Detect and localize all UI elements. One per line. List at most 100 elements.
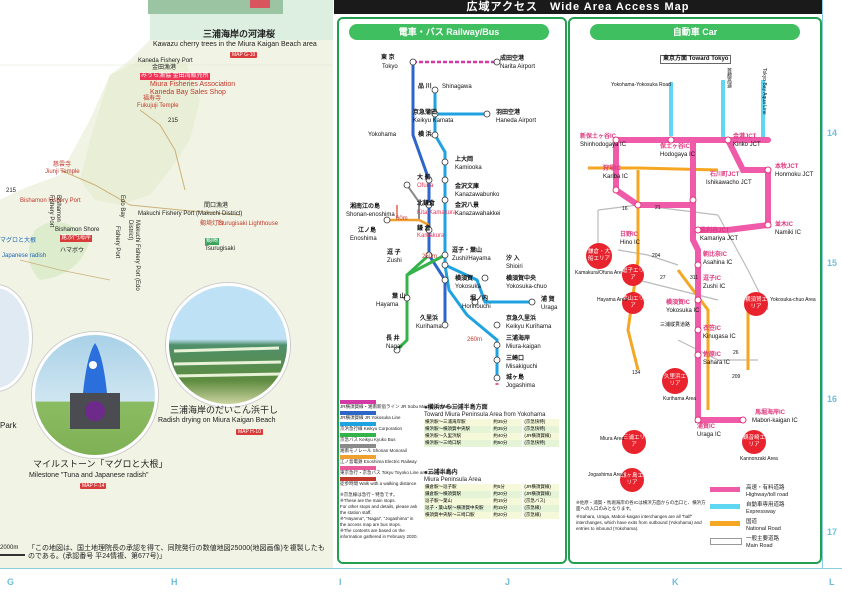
edo-bay-label: Edo Bay <box>119 195 125 218</box>
rail-legend-swatch <box>340 455 376 459</box>
jiunji-en: Jiunji Temple <box>45 169 80 175</box>
ruler-bottom-h: H <box>171 577 178 587</box>
bishamon-shore-en: Bishamon Shore <box>55 227 100 233</box>
car-legend-label-jp: 国道 <box>746 519 758 525</box>
miura-peninsula-road: 三浦縦貫道路 <box>660 322 691 328</box>
copyright-note: 「この地図は、国土地理院長の承認を得て、同院発行の数値地図25000(地図画像)… <box>28 545 325 560</box>
route-27: 27 <box>660 275 666 281</box>
car-legend-label-jp: 自動車専用道路 <box>746 502 785 508</box>
area-kamakura-circle: 鎌倉・大船エリア <box>586 243 612 269</box>
car-note: ※佐原・浦賀・馬堀海岸の各ICは横浜方面からの出口と、横浜方面への入口のみとなり… <box>576 500 706 511</box>
station-misakiguchi-en: Misakiguchi <box>506 364 538 370</box>
timetable-cell: (京急線) <box>523 505 561 512</box>
ic-kinugasa-jp: 衣笠IC <box>703 326 722 332</box>
tokyo-bay-aqua: Tokyo Bay Aqua Line <box>761 68 767 115</box>
timetable-b-rows: 鎌倉駅〜逗子駅約5分(JR横須賀線)鎌倉駅〜横須賀駅約20分(JR横須賀線)逗子… <box>424 484 561 519</box>
station-horinouchi-jp: 堀ノ内 <box>470 296 489 302</box>
ruler-bottom-j: J <box>505 577 511 587</box>
walk-260m: 260m <box>467 337 483 343</box>
ic-hodogaya-en: Hodogaya IC <box>660 152 696 158</box>
rail-legend-label: 東京急行・京急バス Tokyu Toyoko Line and Keikyu L… <box>340 470 452 475</box>
rail-legend-label: 湘南モノレール Shonan Monorail <box>340 448 407 453</box>
area-kamakura-en: Kamakura/Ofuna Area <box>575 270 625 276</box>
station-nagai-en: Nagai <box>386 344 402 350</box>
route-215-label: 215 <box>168 118 179 124</box>
jct-honmoku-en: Honmoku JCT <box>775 172 814 178</box>
timetable-row: 横浜駅〜横須賀中央駅約35分(京急快特) <box>424 426 561 433</box>
jct-kinko-en: Kinko JCT <box>733 142 761 148</box>
timetable-cell: 約40分 <box>492 433 524 440</box>
makuchi-jp: 間口漁港 <box>204 203 229 209</box>
timetable-yokohama: ●横浜から三浦半島方面 Toward Miura Peninsula Area … <box>424 405 561 447</box>
car-legend-label-en: Highway/toll road <box>746 492 789 498</box>
car-legend-label-jp: 高速・有料道路 <box>746 485 785 491</box>
ic-maborikaigan-en: Mabori-kaigan IC <box>752 418 798 424</box>
car-legend-swatch <box>710 521 740 526</box>
bishamon-shore-jp: 毘沙門海岸 <box>60 235 93 242</box>
station-uraga-jp: 浦 賀 <box>541 297 555 303</box>
car-legend-label-jp: 一般主要道路 <box>746 536 780 542</box>
timetable-cell: 鎌倉駅〜横須賀駅 <box>424 491 493 498</box>
kawazu-title-en: Kawazu cherry trees in the Miura Kaigan … <box>153 41 317 48</box>
kawazu-ref-badge: MAP G-10 <box>230 52 258 58</box>
timetable-cell: 約20分 <box>492 512 524 519</box>
rail-legend: JR横須賀線・湘南新宿ライン JR Sobu Main Line/Narita … <box>340 398 462 558</box>
ruler-bottom-l: L <box>829 577 835 587</box>
timetable-cell: 約15分 <box>492 498 524 505</box>
rail-note: ※The contents are based on the informati… <box>340 528 418 539</box>
jct-kinko-jp: 金港JCT <box>733 134 757 140</box>
station-zushihayama-jp: 逗子・葉山 <box>452 248 483 254</box>
area-kannonzaki-circle: 観音崎エリア <box>742 430 766 454</box>
scale-label: 2000m <box>0 545 19 551</box>
route-311: 311 <box>690 275 698 281</box>
station-kamakura-en: Kamakura <box>417 233 445 239</box>
ic-hino-en: Hino IC <box>620 240 641 246</box>
ruler-bottom-i: I <box>339 577 342 587</box>
area-map: 三浦海岸の河津桜 Kawazu cherry trees in the Miur… <box>0 0 333 568</box>
ic-kariba-jp: 狩場IC <box>603 166 622 172</box>
rail-notes: ※京急線は急行・特急です。※These are the main stops.F… <box>340 492 420 540</box>
ic-maborikaigan-jp: 馬堀海岸IC <box>755 410 786 416</box>
station-shonan-jp: 湘南江の島 <box>350 204 381 210</box>
rail-legend-swatch <box>340 477 376 481</box>
car-header: 自動車 Car <box>590 24 800 40</box>
station-shioiri-jp: 汐 入 <box>506 256 520 262</box>
station-horinouchi-en: Horinouchi <box>462 304 491 310</box>
station-jogashima-jp: 城ヶ島 <box>506 375 525 381</box>
timetable-row: 横須賀中央駅〜三崎口駅約20分(京急線) <box>424 512 561 519</box>
timetable-row: 鎌倉駅〜逗子駅約5分(JR横須賀線) <box>424 484 561 491</box>
station-narita-en: Narita Airport <box>500 64 536 70</box>
park-label: Park <box>0 421 17 430</box>
timetable-row: 横浜駅〜三崎口駅約50分(京急快特) <box>424 440 561 447</box>
route-209: 209 <box>732 374 741 380</box>
stone-title-jp: マイルストーン「マグロと大根」 <box>33 459 168 469</box>
station-shioiri-en: Shioiri <box>506 264 523 270</box>
daikon-left-jp: マグロと大根 <box>0 238 37 244</box>
rail-column <box>337 17 567 564</box>
station-yokosukachuo-en: Yokosuka-chuo <box>506 284 547 290</box>
radish-photo <box>166 283 290 407</box>
ic-kinugasa-en: Kinugasa IC <box>703 334 736 340</box>
station-keikyukurihama-jp: 京急久里浜 <box>506 316 537 322</box>
car-legend-swatch <box>710 487 740 492</box>
station-hayama-jp: 葉 山 <box>392 294 406 300</box>
rail-note: ※These are the main stops. <box>340 498 396 503</box>
route-26: 26 <box>733 350 739 356</box>
timetable-row: 鎌倉駅〜横須賀駅約20分(JR横須賀線) <box>424 491 561 498</box>
bishamon-port-en: Bishamon Fishery Port <box>20 198 81 204</box>
station-misakiguchi-jp: 三崎口 <box>506 356 525 362</box>
grid-ruler-right: 14 15 16 17 <box>822 0 842 568</box>
timetable-a-title-jp: ●横浜から三浦半島方面 <box>424 405 488 411</box>
area-jogashima-en: Jogashima Area <box>588 472 624 478</box>
area-kurihama-en: Kurihama Area <box>663 396 697 402</box>
area-jogashima-circle: 城ヶ島エリア <box>620 468 644 492</box>
ruler-right-14: 14 <box>827 128 838 138</box>
timetable-a-title-en: Toward Miura Peninsula Area from Yokoham… <box>424 412 546 418</box>
car-legend-label-en: Main Road <box>746 543 773 549</box>
route-215-label-b: 215 <box>6 188 17 194</box>
stone-title-en: Milestone "Tuna and Japanese radish" <box>29 472 149 479</box>
rail-legend-label: 徒歩時間 Walk with a walking distance <box>340 481 417 486</box>
timetable-cell: 横浜駅〜三崎口駅 <box>424 440 493 447</box>
yokohama-yokosuka-road: Yokohama-Yokosuka Road <box>611 82 671 88</box>
station-shinagawa-en: Shinagawa <box>442 84 472 90</box>
